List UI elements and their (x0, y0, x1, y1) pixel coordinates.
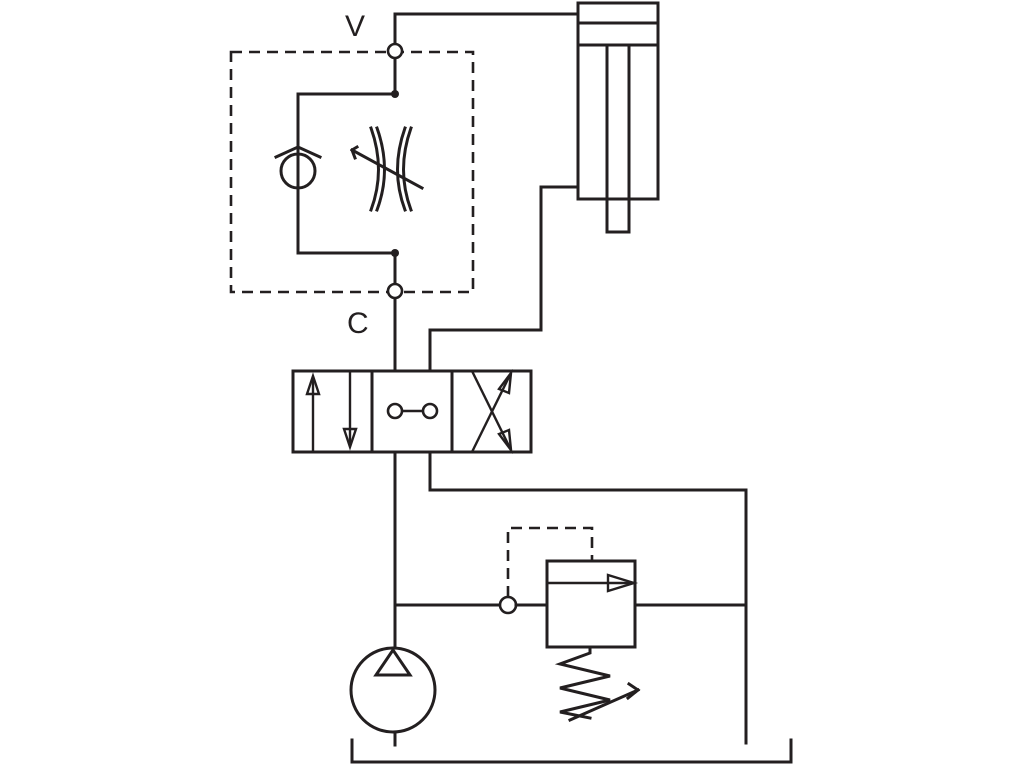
throttle (349, 126, 425, 212)
check-branch-line (296, 92, 397, 255)
port-c-label: C (347, 307, 369, 340)
port-c (386, 282, 404, 300)
valve-right-arrowhead-1 (497, 428, 513, 455)
line-cylinder-rod-end (428, 185, 580, 373)
port-v (386, 42, 404, 60)
adjustment-arrow-head (350, 144, 360, 160)
check-valve-seat (274, 145, 322, 159)
cylinder-rod (605, 43, 631, 234)
line-return-to-tank (428, 450, 748, 745)
relief-valve-arrowhead (606, 573, 639, 593)
spring-adjust-arrow (568, 688, 640, 722)
valve-right-arrow-1 (470, 370, 512, 449)
hydraulic-pump (349, 646, 437, 734)
pump-circle (349, 646, 437, 734)
relief-pilot-port (498, 595, 518, 615)
valve-left-arrowhead-down (342, 427, 358, 451)
relief-valve-spring (554, 645, 611, 720)
valve-center-port-a (421, 402, 439, 420)
flow-control-valve (229, 50, 475, 294)
cylinder-barrel (576, 1, 660, 201)
spring-adjust-arrowhead (625, 681, 641, 701)
check-valve-ball (279, 152, 317, 190)
valve-right-arrow-2 (470, 374, 512, 453)
valve-right-arrowhead-2 (497, 368, 513, 395)
tank (350, 738, 793, 764)
cylinder (576, 1, 660, 234)
port-v-label: V (345, 10, 365, 43)
flow-control-enclosure (229, 50, 475, 294)
relief-pilot-line (506, 526, 594, 597)
valve-center-port-p (386, 402, 404, 420)
check-valve (274, 145, 322, 190)
relief-valve-body (545, 559, 637, 649)
adjustment-arrow (349, 147, 425, 191)
valve-body (291, 369, 533, 454)
valve-left-arrowhead-up (305, 372, 321, 396)
throttle-right-curve (396, 126, 413, 212)
directional-control-valve (291, 368, 533, 455)
throttle-left-curve (369, 126, 386, 212)
pressure-relief-valve (545, 559, 748, 722)
pump-direction-triangle (373, 647, 413, 677)
line-v-to-cylinder-cap (393, 12, 580, 46)
